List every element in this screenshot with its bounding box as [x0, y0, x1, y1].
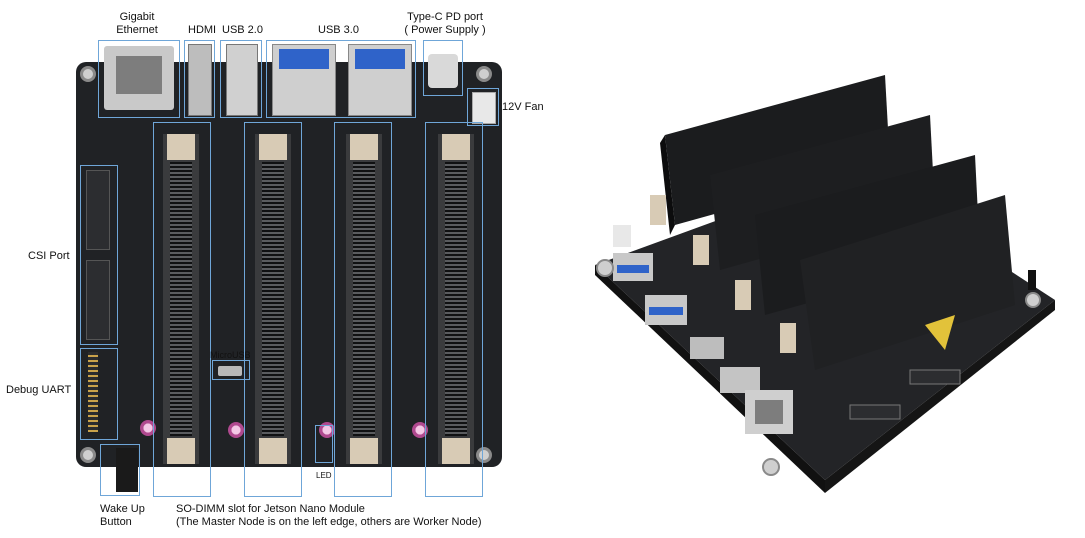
label-fan: 12V Fan — [502, 101, 544, 113]
callout-microusb — [212, 360, 250, 380]
callout-sodimm-1 — [153, 122, 211, 497]
slot-latch — [259, 134, 287, 160]
heatsink — [800, 195, 1015, 370]
slot-latch — [167, 438, 195, 464]
csi-connector — [86, 170, 110, 250]
debug-uart-pins — [88, 352, 98, 432]
label-microusb: MicroUSB — [210, 350, 251, 360]
callout-sodimm-2 — [244, 122, 302, 497]
callout-hdmi — [184, 40, 215, 118]
callout-sodimm-4 — [425, 122, 483, 497]
callout-usb3 — [266, 40, 416, 118]
sodimm-slot — [163, 134, 199, 464]
slot-contacts — [170, 162, 192, 436]
slot-latch — [442, 134, 470, 160]
slot-latch — [735, 280, 751, 310]
typec-port — [428, 54, 458, 88]
mounting-hole — [762, 458, 780, 476]
fan-connector — [472, 92, 496, 124]
hdmi-port — [188, 44, 212, 116]
slot-contacts — [445, 162, 467, 436]
callout-csi — [80, 165, 118, 345]
label-hdmi: HDMI — [188, 24, 217, 36]
label-led: LED — [316, 471, 332, 480]
slot-latch — [350, 438, 378, 464]
board-edge — [825, 300, 1055, 493]
ethernet-port — [104, 46, 174, 110]
microusb-port — [218, 366, 242, 376]
sodimm-slot — [346, 134, 382, 464]
label-typec: Type-C PD port ( Power Supply ) — [404, 11, 486, 36]
sodimm-slot — [255, 134, 291, 464]
hdmi-port — [720, 367, 760, 393]
csi-connector — [909, 369, 961, 385]
slot-latch — [350, 134, 378, 160]
mounting-hole — [80, 447, 96, 463]
label-usb20: USB 2.0 — [222, 24, 263, 36]
label-usb30: USB 3.0 — [318, 24, 359, 36]
slot-latch — [780, 323, 796, 353]
callout-led — [315, 425, 333, 463]
wake-up-button — [116, 448, 138, 492]
csi-connector — [849, 404, 901, 420]
callout-typec — [423, 40, 463, 96]
sodimm-slot — [438, 134, 474, 464]
callout-fan — [467, 88, 499, 126]
usb2-port — [226, 44, 258, 116]
label-csi: CSI Port — [28, 250, 70, 262]
slot-latch — [650, 195, 666, 225]
callout-sodimm-3 — [334, 122, 392, 497]
csi-connector — [86, 260, 110, 340]
fan-connector — [613, 225, 631, 247]
usb3-port — [272, 44, 336, 116]
usb3-port — [348, 44, 412, 116]
capacitor — [319, 422, 335, 438]
callout-wake — [100, 444, 140, 496]
warning-sticker — [925, 315, 955, 350]
callout-usb2 — [220, 40, 262, 118]
callout-debug-uart — [80, 348, 118, 440]
mounting-hole — [1025, 292, 1041, 308]
wake-up-button — [1028, 270, 1036, 290]
label-gigabit-ethernet: Gigabit Ethernet — [116, 11, 158, 36]
slot-latch — [693, 235, 709, 265]
slot-contacts — [353, 162, 375, 436]
slot-contacts — [262, 162, 284, 436]
carrier-board — [76, 62, 502, 467]
board-photo — [595, 75, 1055, 493]
usb2-port — [690, 337, 724, 359]
slot-latch — [442, 438, 470, 464]
callout-ethernet — [98, 40, 180, 118]
capacitor — [140, 420, 156, 436]
label-debug-uart: Debug UART — [6, 384, 72, 396]
mounting-hole — [476, 447, 492, 463]
slot-latch — [167, 134, 195, 160]
mounting-hole — [476, 66, 492, 82]
label-sodimm: SO-DIMM slot for Jetson Nano Module (The… — [176, 503, 482, 528]
mounting-hole — [596, 259, 614, 277]
label-wake-up: Wake Up Button — [100, 503, 145, 528]
slot-latch — [259, 438, 287, 464]
capacitor — [412, 422, 428, 438]
capacitor — [228, 422, 244, 438]
mounting-hole — [80, 66, 96, 82]
